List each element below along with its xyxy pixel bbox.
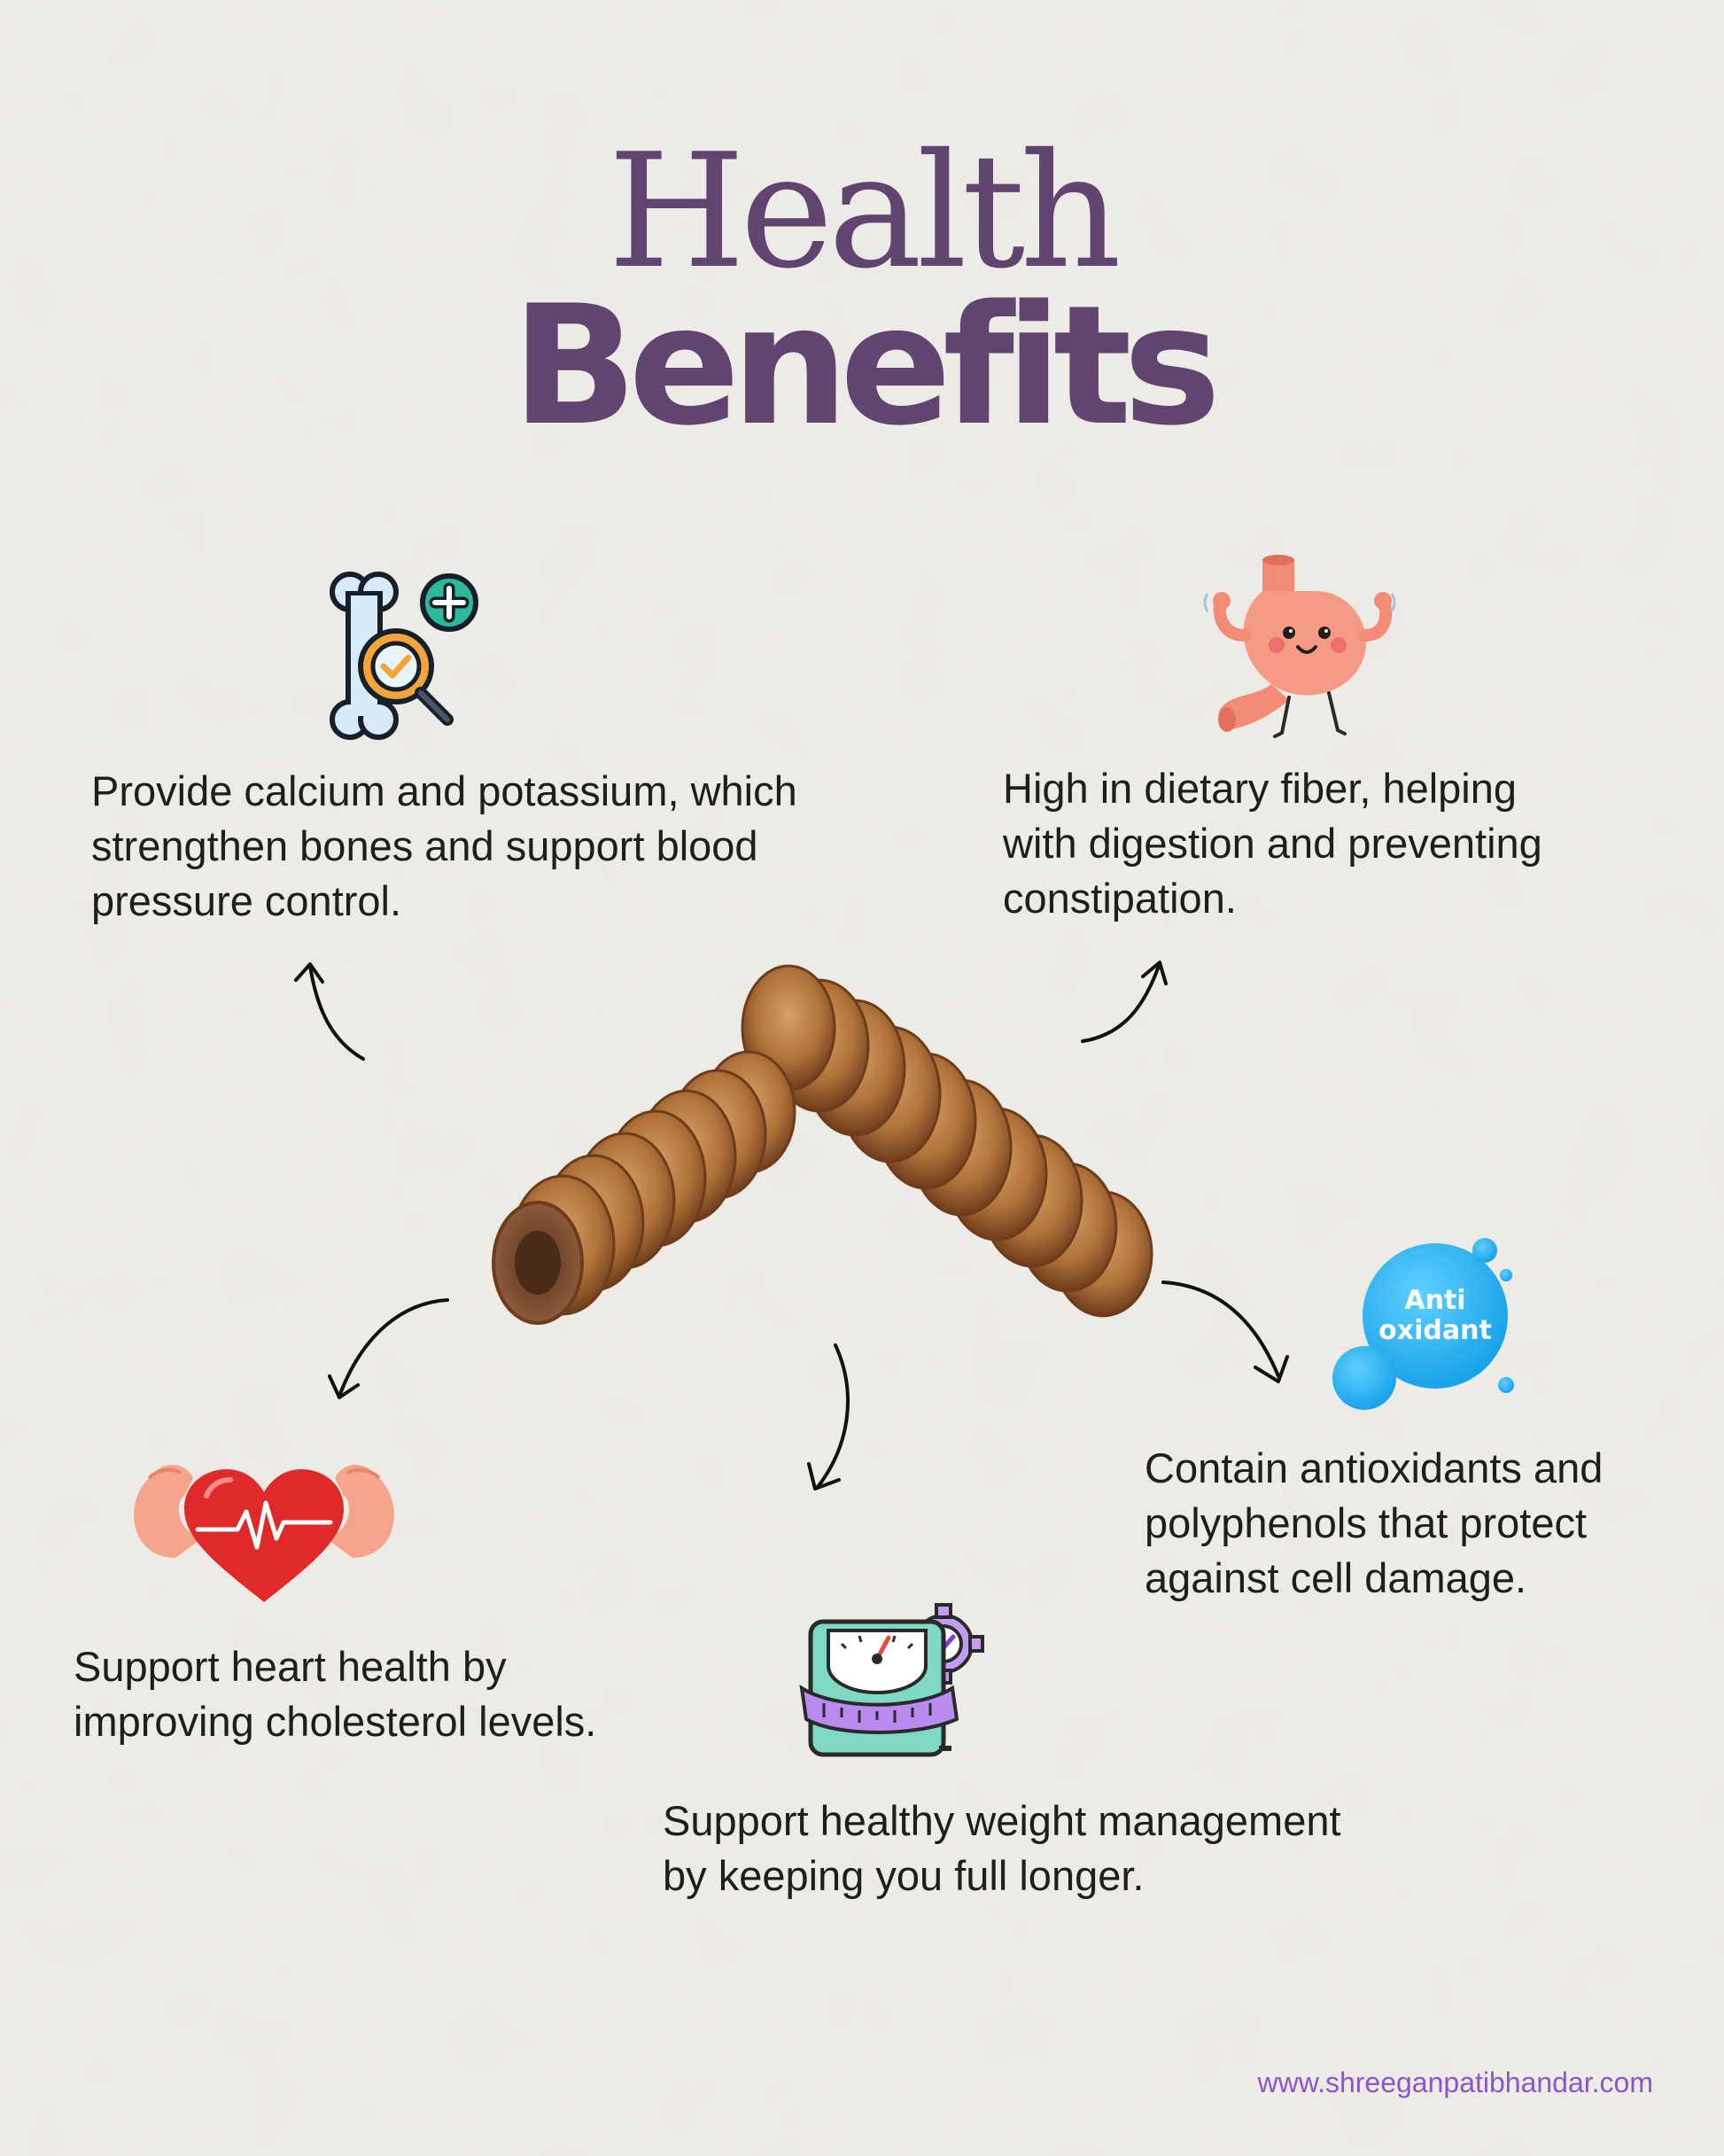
strong-heart-icon [134,1465,394,1602]
arrow-to-bones [294,962,365,1061]
arrow-to-digestion [1081,961,1168,1043]
arrow-to-antioxidant [1161,1280,1289,1383]
benefit-weight-text: Support healthy weight management by kee… [663,1797,1341,1899]
arrow-to-weight [807,1343,850,1491]
dried-fig-strings-image [492,964,1153,1325]
benefit-digestion-text: High in dietary fiber, helping with dige… [1003,765,1542,922]
title-line-benefits: Benefits [511,269,1222,462]
benefit-heart-text: Support heart health by improving choles… [74,1643,597,1745]
website-url[interactable]: www.shreeganpatibhandar.com [1257,2066,1654,2098]
arrow-to-heart [328,1298,449,1399]
weight-scale-icon [799,1603,984,1757]
title-line-health: Health [608,120,1122,303]
antioxidant-badge-line2: oxidant [1378,1315,1492,1346]
benefit-bones-text: Provide calcium and potassium, which str… [91,767,797,924]
antioxidant-badge-line1: Anti [1404,1285,1465,1316]
stomach-icon [1203,555,1396,738]
benefit-antioxidant-text: Contain antioxidants and polyphenols tha… [1145,1444,1604,1601]
bone-magnifier-icon [330,572,478,740]
antioxidant-bubble-icon: Anti oxidant [1332,1238,1514,1410]
